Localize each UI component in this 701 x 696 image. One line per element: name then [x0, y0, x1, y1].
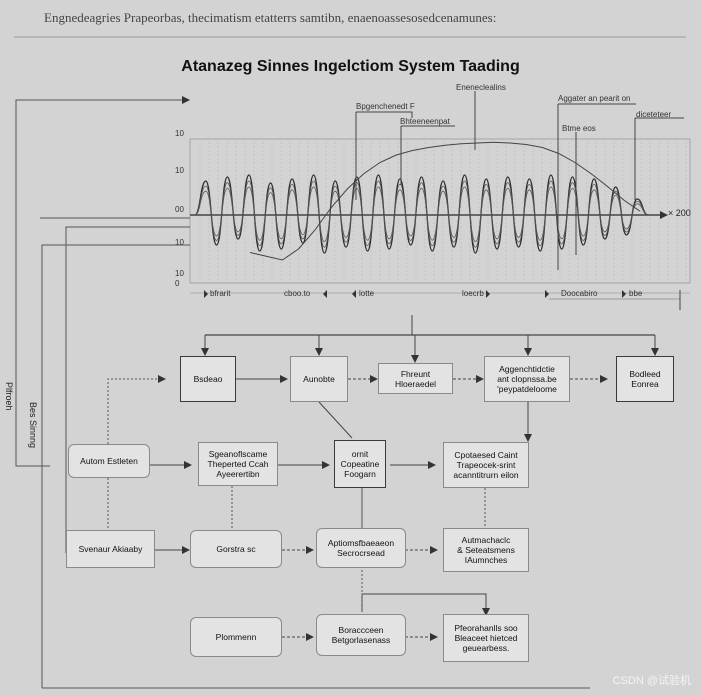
- callout-label-6: diceteteer: [636, 110, 672, 119]
- left-outer-bracket: [15, 99, 182, 467]
- y-tick-label: 00: [175, 205, 184, 214]
- flow-box-r2-1: Autom Estleten: [68, 444, 150, 478]
- x-tick-label: cboo.to: [284, 289, 311, 298]
- chart-series-wave: [194, 174, 649, 254]
- envelope-series-line: [249, 141, 641, 261]
- chart-gridlines: [199, 142, 687, 283]
- page-header: Engnedeagries Prapeorbas, thecimatism et…: [44, 10, 497, 25]
- flow-box-r3-2: Gorstra sc: [190, 530, 282, 568]
- x-tick-label: lotte: [359, 289, 375, 298]
- flow-box-r3-4: Autmachaclc & Seteatsmens IAumnches: [443, 528, 529, 572]
- flow-box-r2-3: ornit Copeatine Foogarn: [334, 440, 386, 488]
- flow-box-r1-1: Bsdeao: [180, 356, 236, 402]
- callout-label-1: Bpgenchenedt F: [356, 102, 415, 111]
- y-tick-label: 10: [175, 269, 184, 278]
- flow-box-r4-1: Plommenn: [190, 617, 282, 657]
- chart-right-value: × 200: [668, 208, 691, 218]
- chart-series-envelope: [249, 141, 641, 261]
- flow-box-r3-3: Aptiomsfbaeaeon Secrocrsead: [316, 528, 406, 568]
- flow-box-r1-3: Fhreunt Hloeraedel: [378, 363, 453, 394]
- y-tick-label: 10: [175, 129, 184, 138]
- flow-box-r1-2: Aunobte: [290, 356, 348, 402]
- flow-box-r1-5: Bodleed Eonrea: [616, 356, 674, 402]
- callout-label-4: Aggater an pearit on: [558, 94, 631, 103]
- flow-box-r2-4: Cpotaesed Caint Trapeocek-srint acanntit…: [443, 442, 529, 488]
- callout-label-5: Btme eos: [562, 124, 596, 133]
- x-tick-label: loecrb: [462, 289, 484, 298]
- diagram-title: Atanazeg Sinnes Ingelctiom System Taadin…: [181, 58, 520, 75]
- flow-box-r3-1: Svenaur Akiaaby: [66, 530, 155, 568]
- chart-arrowhead: [660, 211, 668, 219]
- y-tick-label: 10: [175, 238, 184, 247]
- flow-box-r4-3: Pfeorahanlls soo Bleaceet hietced geuear…: [443, 614, 529, 662]
- wave-series-line: [194, 180, 649, 248]
- side-label-outer: Plfroeh: [4, 382, 14, 411]
- side-label-inner: Bes Sinnng: [28, 402, 38, 449]
- flow-box-r1-4: Aggenchtidctie ant clopnssa.be 'peypatde…: [484, 356, 570, 402]
- x-tick-label: bbe: [629, 289, 643, 298]
- callout-bracket-1: [356, 111, 413, 118]
- flow-box-r2-2: Sgeanoflscame Theperted Ccah Ayeerertibn: [198, 442, 278, 486]
- wave-series-line: [194, 186, 649, 243]
- chart-frame: [189, 138, 691, 284]
- watermark: CSDN @试验机: [612, 675, 691, 687]
- left-inner-bracket: [41, 244, 190, 688]
- x-tick-label: bfrarit: [210, 289, 231, 298]
- callout-label-3: Eneneclealins: [456, 83, 506, 92]
- flow-box-r4-2: Boraccceen Betgorlasenass: [316, 614, 406, 656]
- callout-label-2: Bhteeneenpat: [400, 117, 450, 126]
- y-tick-label: 10: [175, 166, 184, 175]
- x-tick-label: Doocabiro: [561, 289, 598, 298]
- y-tick-label: 0: [175, 279, 180, 288]
